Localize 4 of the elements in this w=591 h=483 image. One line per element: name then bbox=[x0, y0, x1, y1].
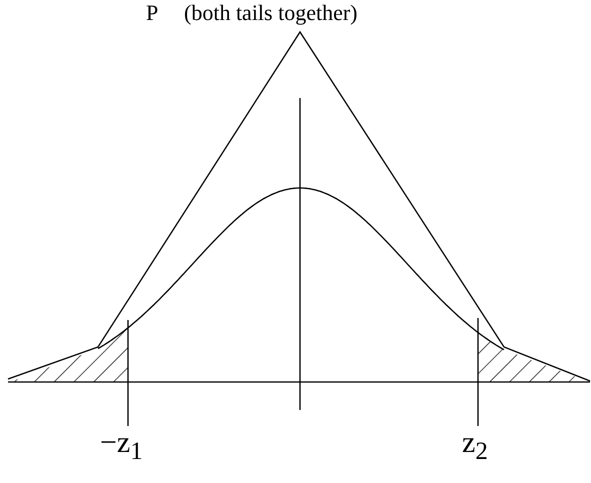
cutoff-label: −z$_{1}$ bbox=[100, 428, 143, 464]
axis-title-note: (both tails together) bbox=[184, 2, 358, 24]
cutoff-label: z$_{2}$ bbox=[462, 428, 488, 464]
axis-title: P bbox=[146, 2, 158, 24]
